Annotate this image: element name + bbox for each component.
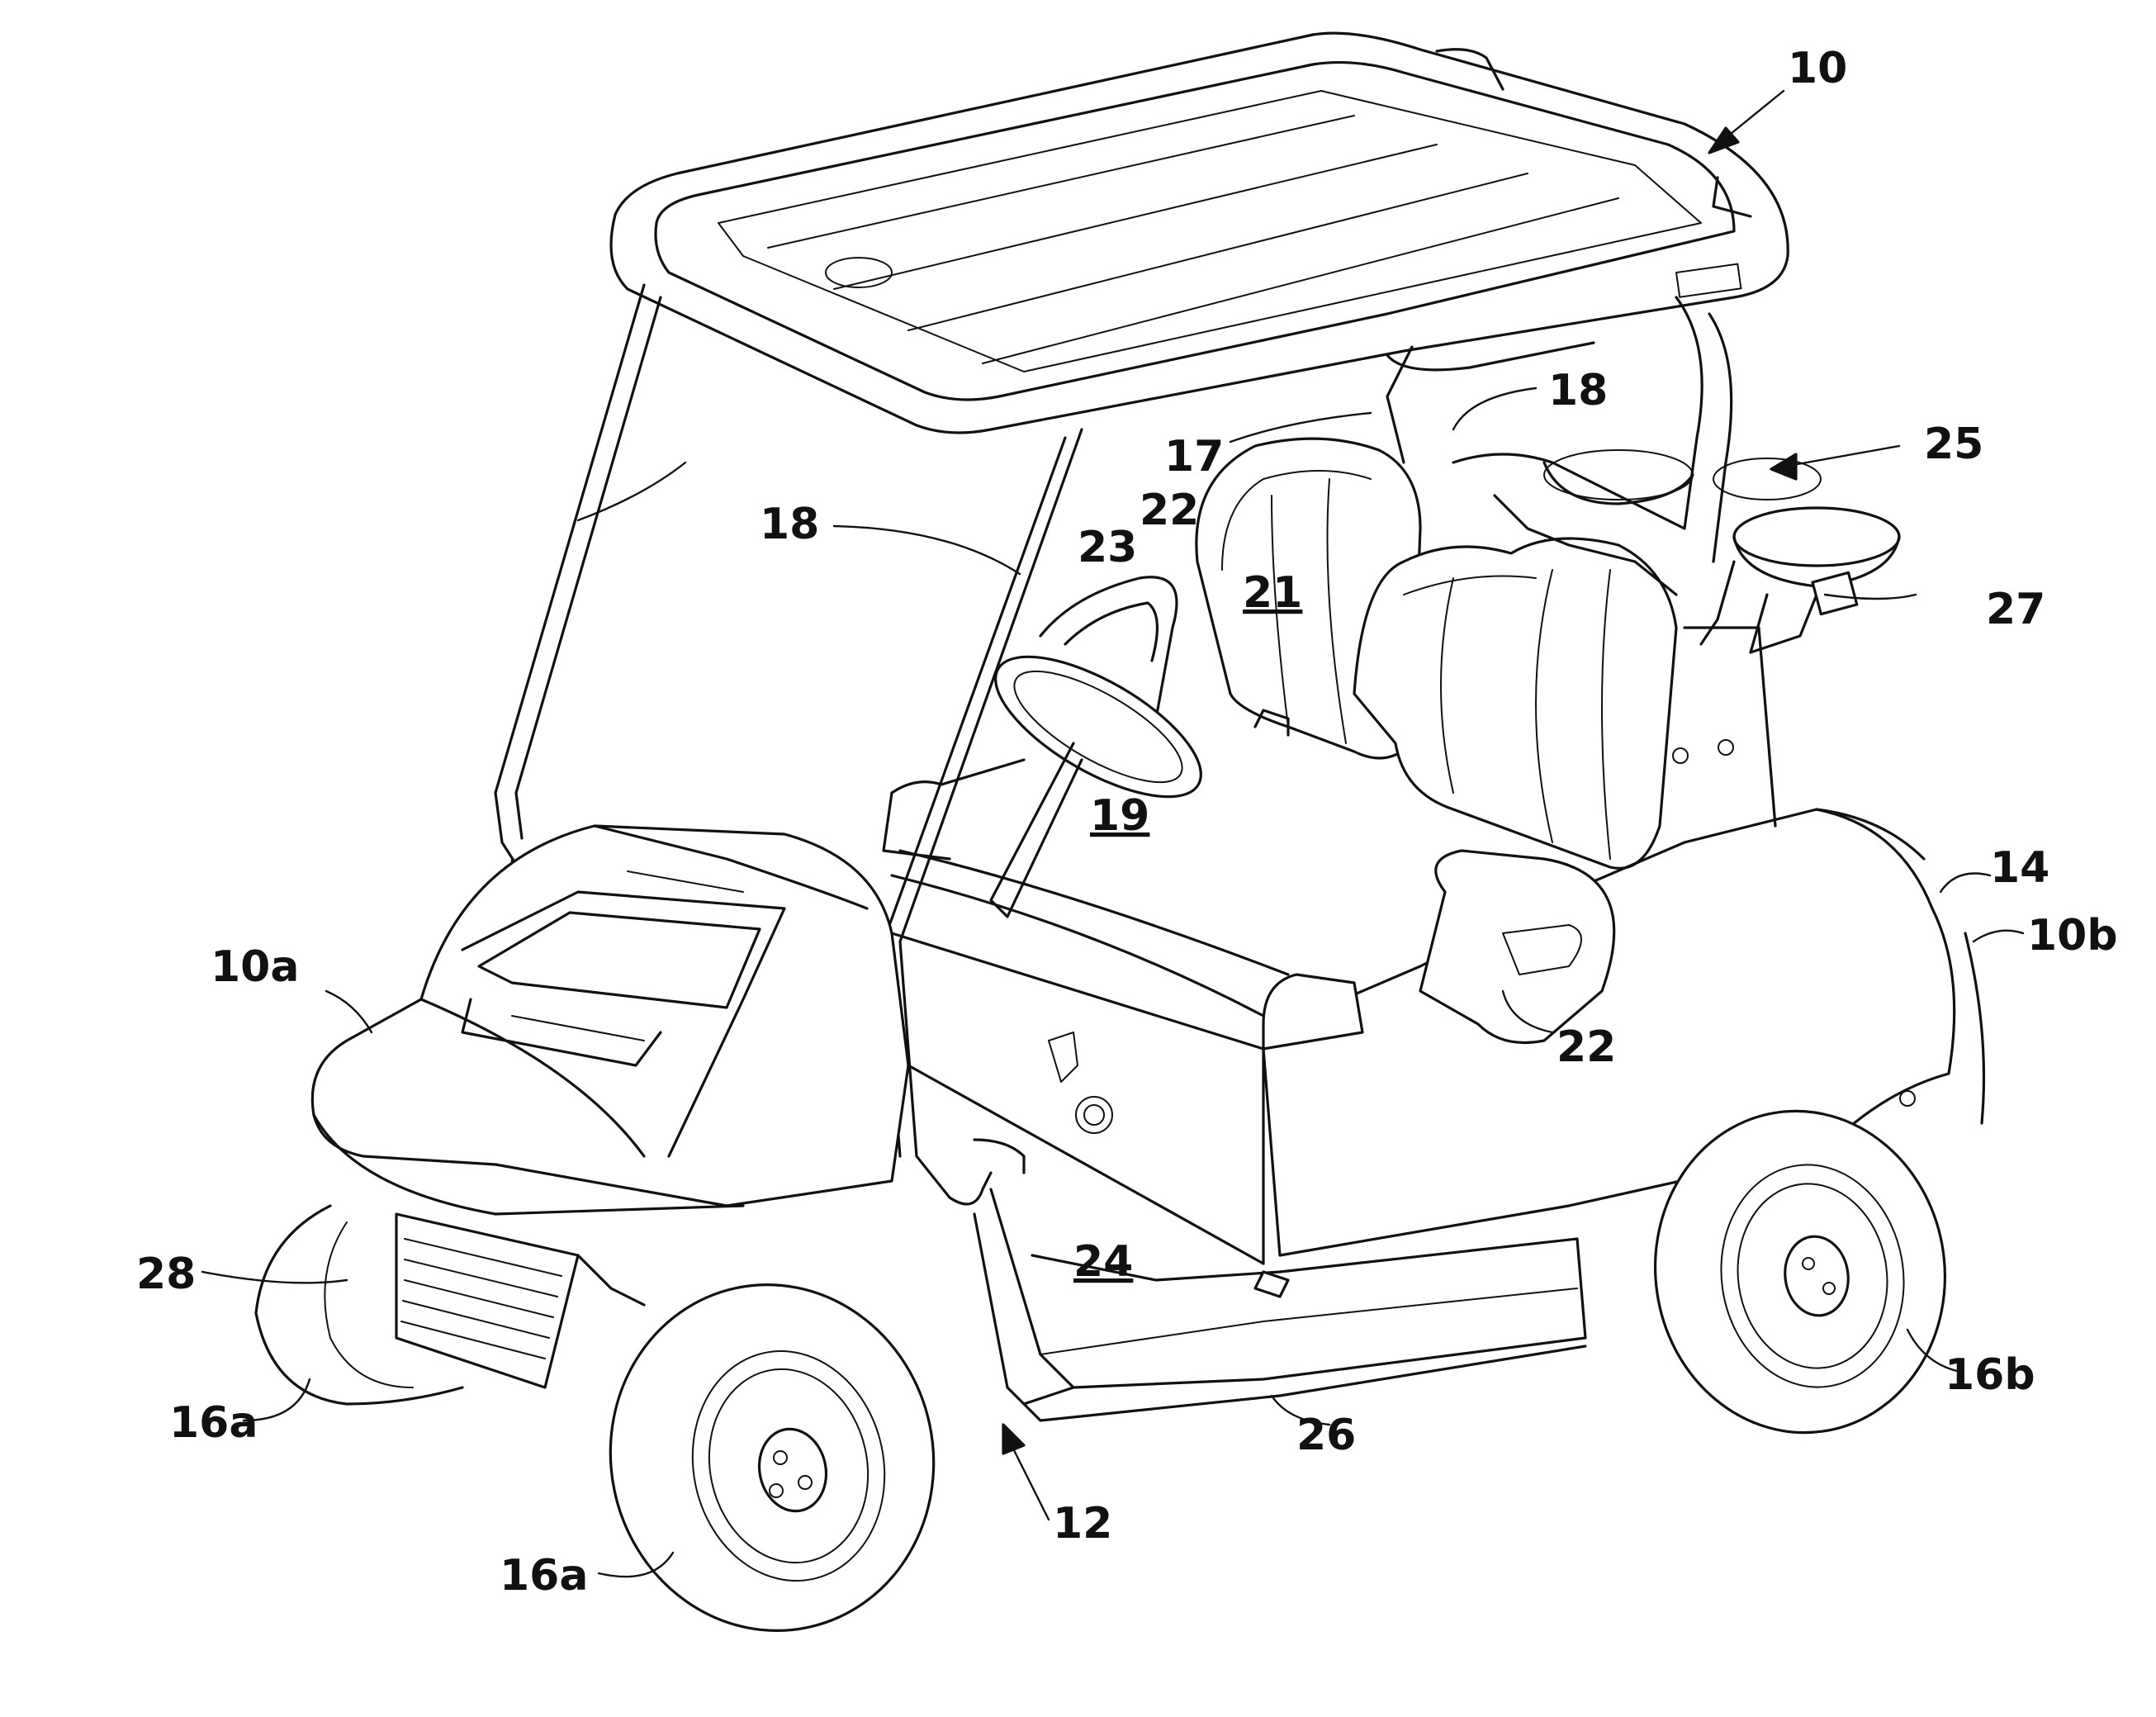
wheel-16a-front — [579, 1255, 966, 1661]
label-16b: 16b — [1945, 1350, 2035, 1400]
label-28: 28 — [136, 1250, 196, 1299]
label-18-right: 18 — [1548, 366, 1608, 415]
label-10b: 10b — [2027, 911, 2118, 960]
label-16a-front: 16a — [500, 1551, 588, 1601]
dashboard-and-steering — [884, 577, 1221, 917]
label-26: 26 — [1296, 1411, 1356, 1460]
label-12: 12 — [1053, 1499, 1112, 1549]
label-27: 27 — [1986, 585, 2045, 634]
label-10a: 10a — [211, 942, 299, 992]
roof-canopy — [611, 33, 1788, 433]
wheel-16b — [1635, 1093, 1966, 1452]
front-cowl — [312, 826, 908, 1214]
label-18-middle: 18 — [760, 500, 819, 549]
label-24: 24 — [1073, 1237, 1133, 1287]
label-22-upper: 22 — [1140, 486, 1199, 535]
label-22-lower: 22 — [1557, 1022, 1616, 1072]
label-19: 19 — [1090, 791, 1149, 841]
label-16a-rear: 16a — [169, 1398, 258, 1448]
label-14: 14 — [1990, 843, 2049, 893]
label-10: 10 — [1788, 44, 1847, 93]
label-23: 23 — [1078, 523, 1137, 572]
label-25: 25 — [1924, 420, 1983, 469]
label-21: 21 — [1243, 568, 1302, 618]
label-17: 17 — [1164, 432, 1224, 481]
front-grille — [396, 1214, 644, 1387]
